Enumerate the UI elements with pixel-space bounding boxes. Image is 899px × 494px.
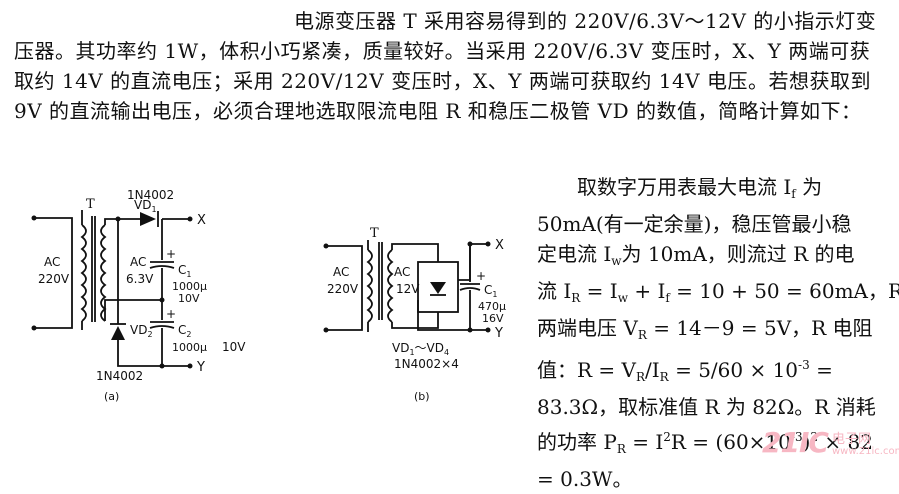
b-terminal-y: Y bbox=[494, 326, 503, 341]
a-ac-in-voltage: 220V bbox=[38, 272, 70, 286]
b-caption: (b) bbox=[414, 390, 430, 403]
a-c2-voltage: 10V bbox=[222, 340, 246, 354]
b-c1-label: C1 bbox=[484, 283, 497, 299]
a-ac-in: AC bbox=[44, 255, 60, 269]
a-c2-value: 1000μ bbox=[172, 341, 207, 354]
a-d2-part: 1N4002 bbox=[96, 369, 143, 383]
calc-line-1: 50mA(有一定余量)，稳压管最小稳 bbox=[537, 212, 852, 236]
watermark-number: 21IC bbox=[762, 426, 829, 459]
a-ac-out-voltage: 6.3V bbox=[126, 272, 154, 286]
a-d1-part: 1N4002 bbox=[127, 188, 174, 202]
watermark-logo: 21IC 电子网 www.21ic.com bbox=[762, 426, 899, 459]
b-transformer-label: T bbox=[370, 226, 379, 241]
a-c1-value: 1000μ bbox=[172, 280, 207, 293]
a-c1-plus: + bbox=[166, 247, 176, 261]
a-vd2-label: VD2 bbox=[130, 323, 153, 339]
calc-line-8: = 0.3W。 bbox=[537, 467, 633, 491]
a-c2-label: C2 bbox=[178, 323, 191, 339]
a-c1-label: C1 bbox=[178, 263, 191, 279]
a-terminal-y: Y bbox=[196, 360, 205, 375]
a-transformer-label: T bbox=[86, 197, 95, 212]
b-ac-in: AC bbox=[333, 265, 349, 279]
calc-line-0: 取数字万用表最大电流 If 为 bbox=[577, 175, 823, 201]
b-c1-value: 470μ bbox=[478, 300, 506, 313]
a-c2-plus: + bbox=[166, 307, 176, 321]
b-part: 1N4002×4 bbox=[394, 357, 459, 371]
watermark-url: www.21ic.com bbox=[832, 446, 899, 457]
calc-line-7: 的功率 PR = I2R = (60×10-3)2 × 82 bbox=[537, 430, 873, 456]
calc-line-5: 值：R = VR/IR = 5/60 × 10-3 = bbox=[537, 358, 833, 384]
circuit-a-wires bbox=[31, 210, 193, 369]
b-vd-label: VD1～VD4 bbox=[392, 341, 449, 357]
a-ac-out: AC bbox=[130, 255, 146, 269]
a-caption: (a) bbox=[104, 390, 119, 403]
watermark-cn: 电子网 bbox=[832, 432, 872, 447]
circuit-b: T X Y AC 220V AC 12V + C1 470μ 16V VD1～V… bbox=[323, 226, 506, 403]
circuit-a: T 1N4002 VD1 X Y AC 220V AC 6.3V + C1 10… bbox=[31, 188, 246, 403]
b-c1-voltage: 16V bbox=[482, 312, 504, 325]
a-vd1-label: VD1 bbox=[134, 198, 157, 214]
a-terminal-x: X bbox=[197, 213, 206, 228]
b-c1-plus: + bbox=[476, 269, 486, 283]
b-terminal-x: X bbox=[495, 238, 504, 253]
calc-line-3: 流 IR = Iw + If = 10 + 50 = 60mA，R bbox=[537, 279, 899, 305]
calc-line-4: 两端电压 VR = 14－9 = 5V，R 电阻 bbox=[537, 316, 873, 342]
calc-line-2: 定电流 Iw为 10mA，则流过 R 的电 bbox=[537, 242, 855, 268]
a-c1-voltage: 10V bbox=[178, 292, 200, 305]
intro-paragraph: 电源变压器 T 采用容易得到的 220V/6.3V～12V 的小指示灯变压器。其… bbox=[14, 9, 877, 123]
b-ac-in-voltage: 220V bbox=[327, 282, 359, 296]
circuit-b-wires bbox=[323, 240, 491, 333]
b-ac-out: AC bbox=[394, 265, 410, 279]
calc-line-6: 83.3Ω，取标准值 R 为 82Ω。R 消耗 bbox=[537, 395, 876, 419]
b-ac-out-voltage: 12V bbox=[396, 282, 420, 296]
